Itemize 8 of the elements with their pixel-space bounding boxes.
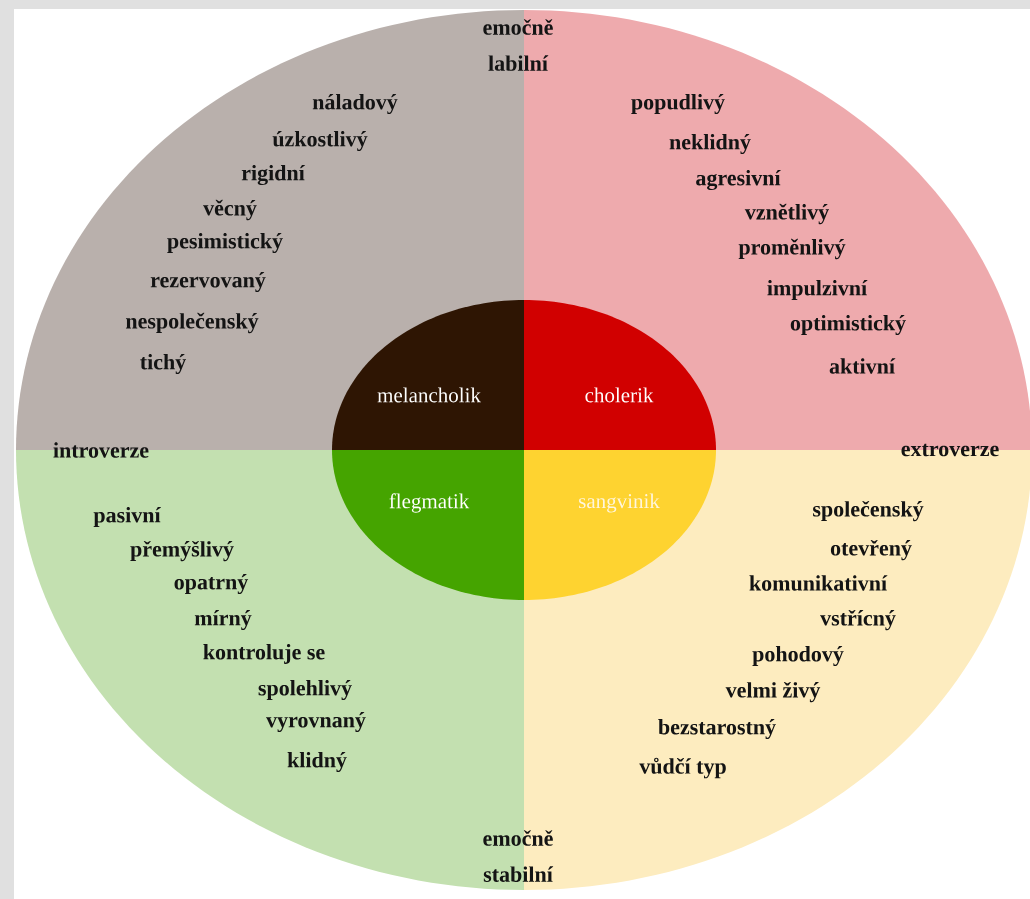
type-quadrant: melancholik [332, 300, 524, 450]
axis-label: introverze [53, 442, 149, 458]
axis-label: emočně labilní [483, 19, 553, 71]
type-quadrant: cholerik [524, 300, 716, 450]
axis-label: extroverze [901, 443, 999, 457]
axis-label: emočně stabilní [483, 830, 554, 882]
type-quadrant: sangvinik [524, 450, 716, 600]
type-quadrant: flegmatik [332, 450, 524, 600]
